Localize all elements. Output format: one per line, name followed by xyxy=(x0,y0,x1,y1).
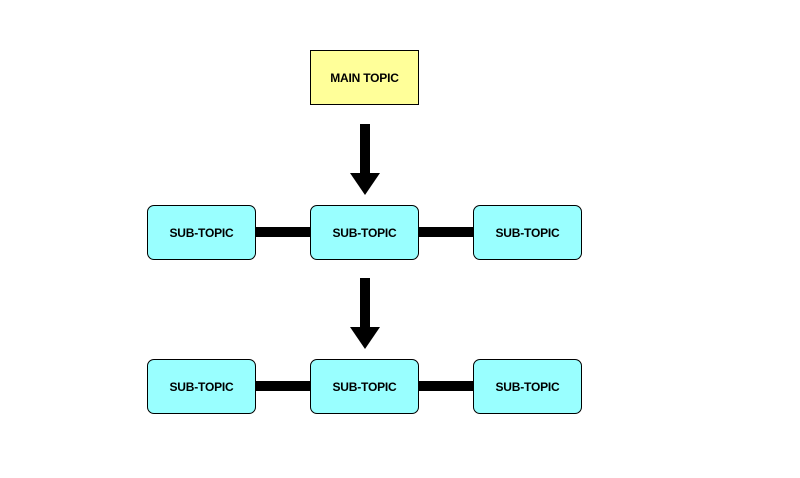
row2-connector-right xyxy=(418,381,474,391)
arrow-main-to-row1-shaft xyxy=(360,124,370,174)
row1-subtopic-center: SUB-TOPIC xyxy=(310,205,419,260)
arrow-main-to-row1-head xyxy=(350,173,380,195)
arrow-row1-to-row2-head xyxy=(350,327,380,349)
row2-subtopic-right: SUB-TOPIC xyxy=(473,359,582,414)
row1-subtopic-left: SUB-TOPIC xyxy=(147,205,256,260)
row1-subtopic-right: SUB-TOPIC xyxy=(473,205,582,260)
row2-connector-left xyxy=(255,381,311,391)
row2-subtopic-left: SUB-TOPIC xyxy=(147,359,256,414)
main-topic-box: MAIN TOPIC xyxy=(310,50,419,105)
row2-subtopic-center: SUB-TOPIC xyxy=(310,359,419,414)
row1-connector-right xyxy=(418,227,474,237)
arrow-row1-to-row2-shaft xyxy=(360,278,370,328)
row1-connector-left xyxy=(255,227,311,237)
